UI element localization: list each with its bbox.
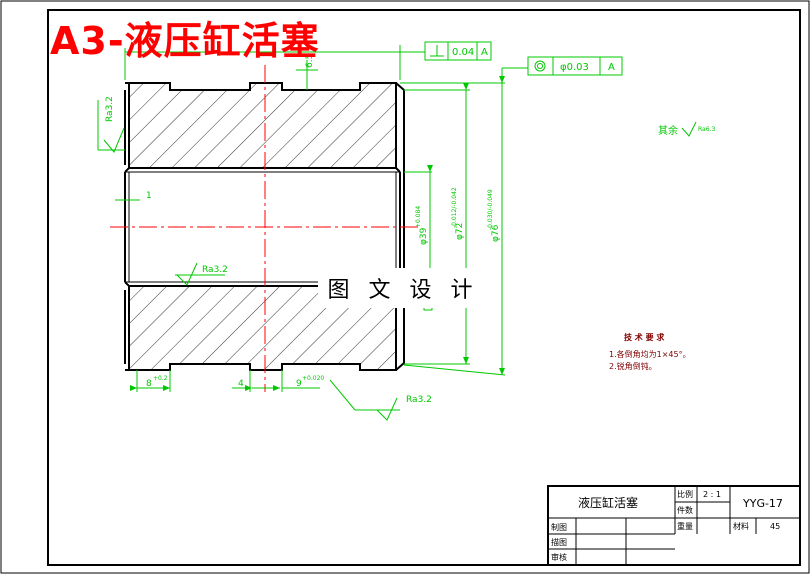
other-roughness-label: 其余 — [658, 124, 678, 137]
material-value: 45 — [770, 522, 780, 531]
count-label: 件数 — [677, 505, 693, 515]
groove-right-label: 9 — [296, 379, 302, 389]
groove-depth-label: 6.5 — [305, 54, 315, 68]
upper-section — [128, 82, 397, 169]
chamfer-label: 1 — [146, 191, 152, 201]
notes-item-1: 1.各倒角均为1×45°。 — [609, 349, 691, 359]
title-block-texts: 液压缸活塞 比例 2 : 1 件数 YYG-17 重量 材料 45 制图 描图 … — [551, 489, 783, 562]
bore-tol-label: +0.084 — [415, 206, 422, 228]
outer-tol-label: -0.030/-0.049 — [487, 189, 494, 230]
notes-heading: 技 术 要 求 — [624, 332, 665, 342]
tol-coax-value: φ0.03 — [560, 62, 589, 73]
bore-dia-label: φ39 — [419, 227, 429, 245]
title-block — [547, 485, 801, 566]
centerlines — [110, 65, 420, 392]
checked-label: 审核 — [551, 552, 567, 562]
groove-left-tol: +0.2 — [153, 375, 168, 382]
drawing-border — [47, 9, 801, 566]
watermark: 图 文 设 计 — [318, 268, 488, 308]
tol-perp-value: 0.04 — [452, 47, 474, 58]
coaxiality-frame — [527, 56, 623, 76]
notes-item-2: 2.锐角倒钝。 — [609, 361, 657, 371]
perpendicularity-frame — [424, 41, 492, 61]
outer-dia-label: φ76 — [491, 224, 501, 242]
drawn-label: 制图 — [551, 522, 567, 532]
perpendicularity-symbol — [430, 45, 444, 57]
other-roughness-value: Ra6.3 — [698, 126, 715, 133]
traced-label: 描图 — [551, 537, 567, 547]
ra-bore-label: Ra3.2 — [202, 265, 228, 275]
ra-outer-label: Ra3.2 — [406, 395, 432, 405]
groove-left-label: 8 — [146, 379, 152, 389]
material-label: 材料 — [733, 521, 749, 531]
hub-tol-label: -0.012/-0.042 — [451, 187, 458, 228]
scale-value: 2 : 1 — [703, 490, 721, 499]
tol-perp-datum: A — [481, 47, 488, 58]
width-4-label: 4 — [238, 379, 244, 389]
ra-left-label: Ra3.2 — [105, 96, 115, 122]
groove-right-tol: +0.020 — [302, 375, 324, 382]
dimension-lines — [97, 45, 528, 411]
dimension-texts: 0.04 A φ0.03 A 6.5 Ra3.2 1 Ra3.2 φ39 +0.… — [105, 47, 715, 405]
weight-label: 重量 — [677, 521, 693, 531]
drawing-title: A3-液压缸活塞 — [50, 19, 320, 63]
tol-coax-datum: A — [608, 62, 615, 73]
coaxiality-symbol — [534, 60, 546, 72]
roughness-symbols — [103, 121, 697, 421]
drawing-no: YYG-17 — [742, 497, 783, 510]
hub-dia-label: φ72 — [455, 223, 465, 240]
technical-notes: 技 术 要 求 1.各倒角均为1×45°。 2.锐角倒钝。 — [609, 332, 691, 371]
part-name: 液压缸活塞 — [578, 495, 638, 510]
scale-label: 比例 — [677, 489, 693, 499]
